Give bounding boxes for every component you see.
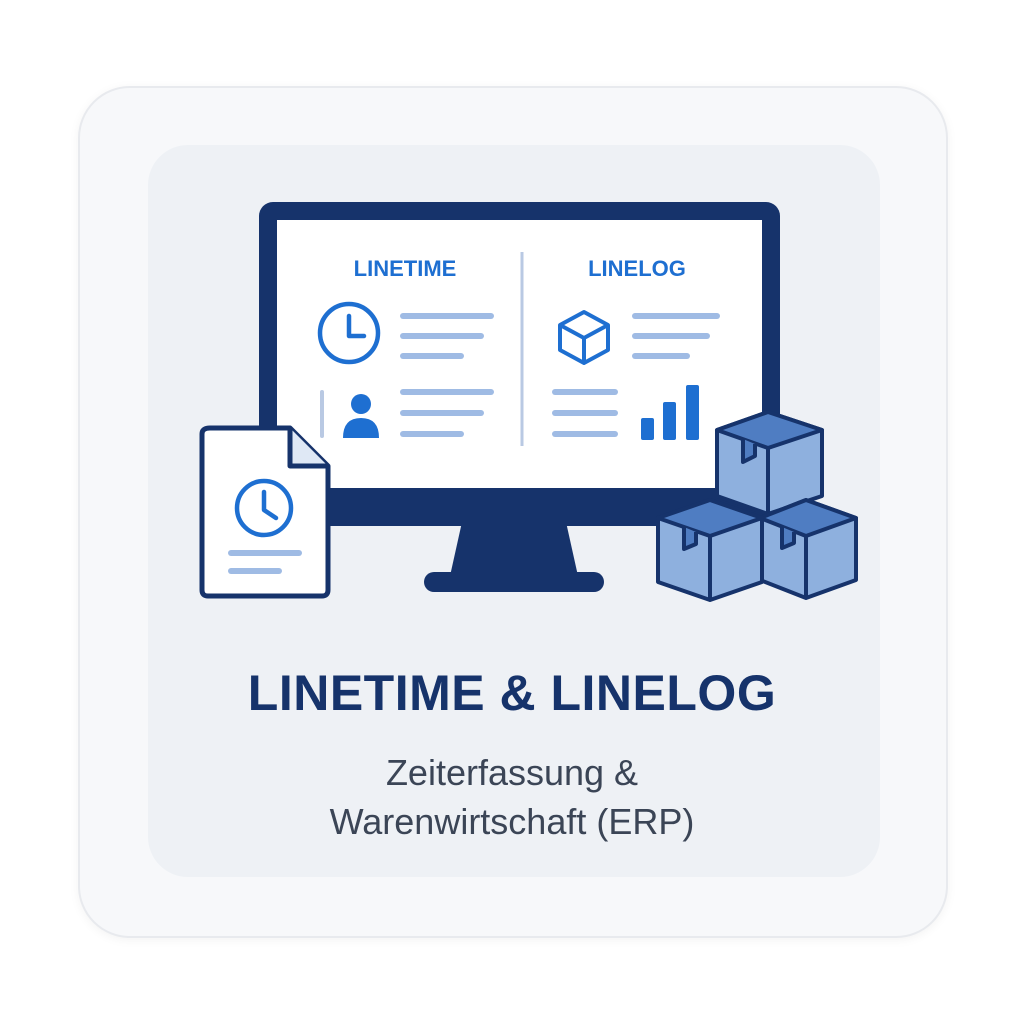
package-box-icon [558,310,610,365]
bar-chart-icon [641,385,699,440]
subtitle-line-2: Warenwirtschaft (ERP) [329,801,695,842]
stacked-boxes-icon [656,410,858,602]
text-lines [552,389,618,437]
divider [320,390,324,438]
box-bottom-right [758,498,858,600]
subtitle-line-1: Zeiterfassung & [385,752,639,793]
document-clock-icon [199,425,331,599]
box-bottom-left [656,498,764,602]
box-top [715,410,824,516]
panel-title-linelog: LINELOG [588,256,686,281]
text-lines [400,313,494,359]
text-lines [632,313,720,359]
clock-icon [317,301,381,365]
panel-title-linetime: LINETIME [354,256,457,281]
product-headline: LINETIME & LINELOG [247,665,777,721]
text-lines [400,389,494,437]
user-icon [343,394,379,438]
